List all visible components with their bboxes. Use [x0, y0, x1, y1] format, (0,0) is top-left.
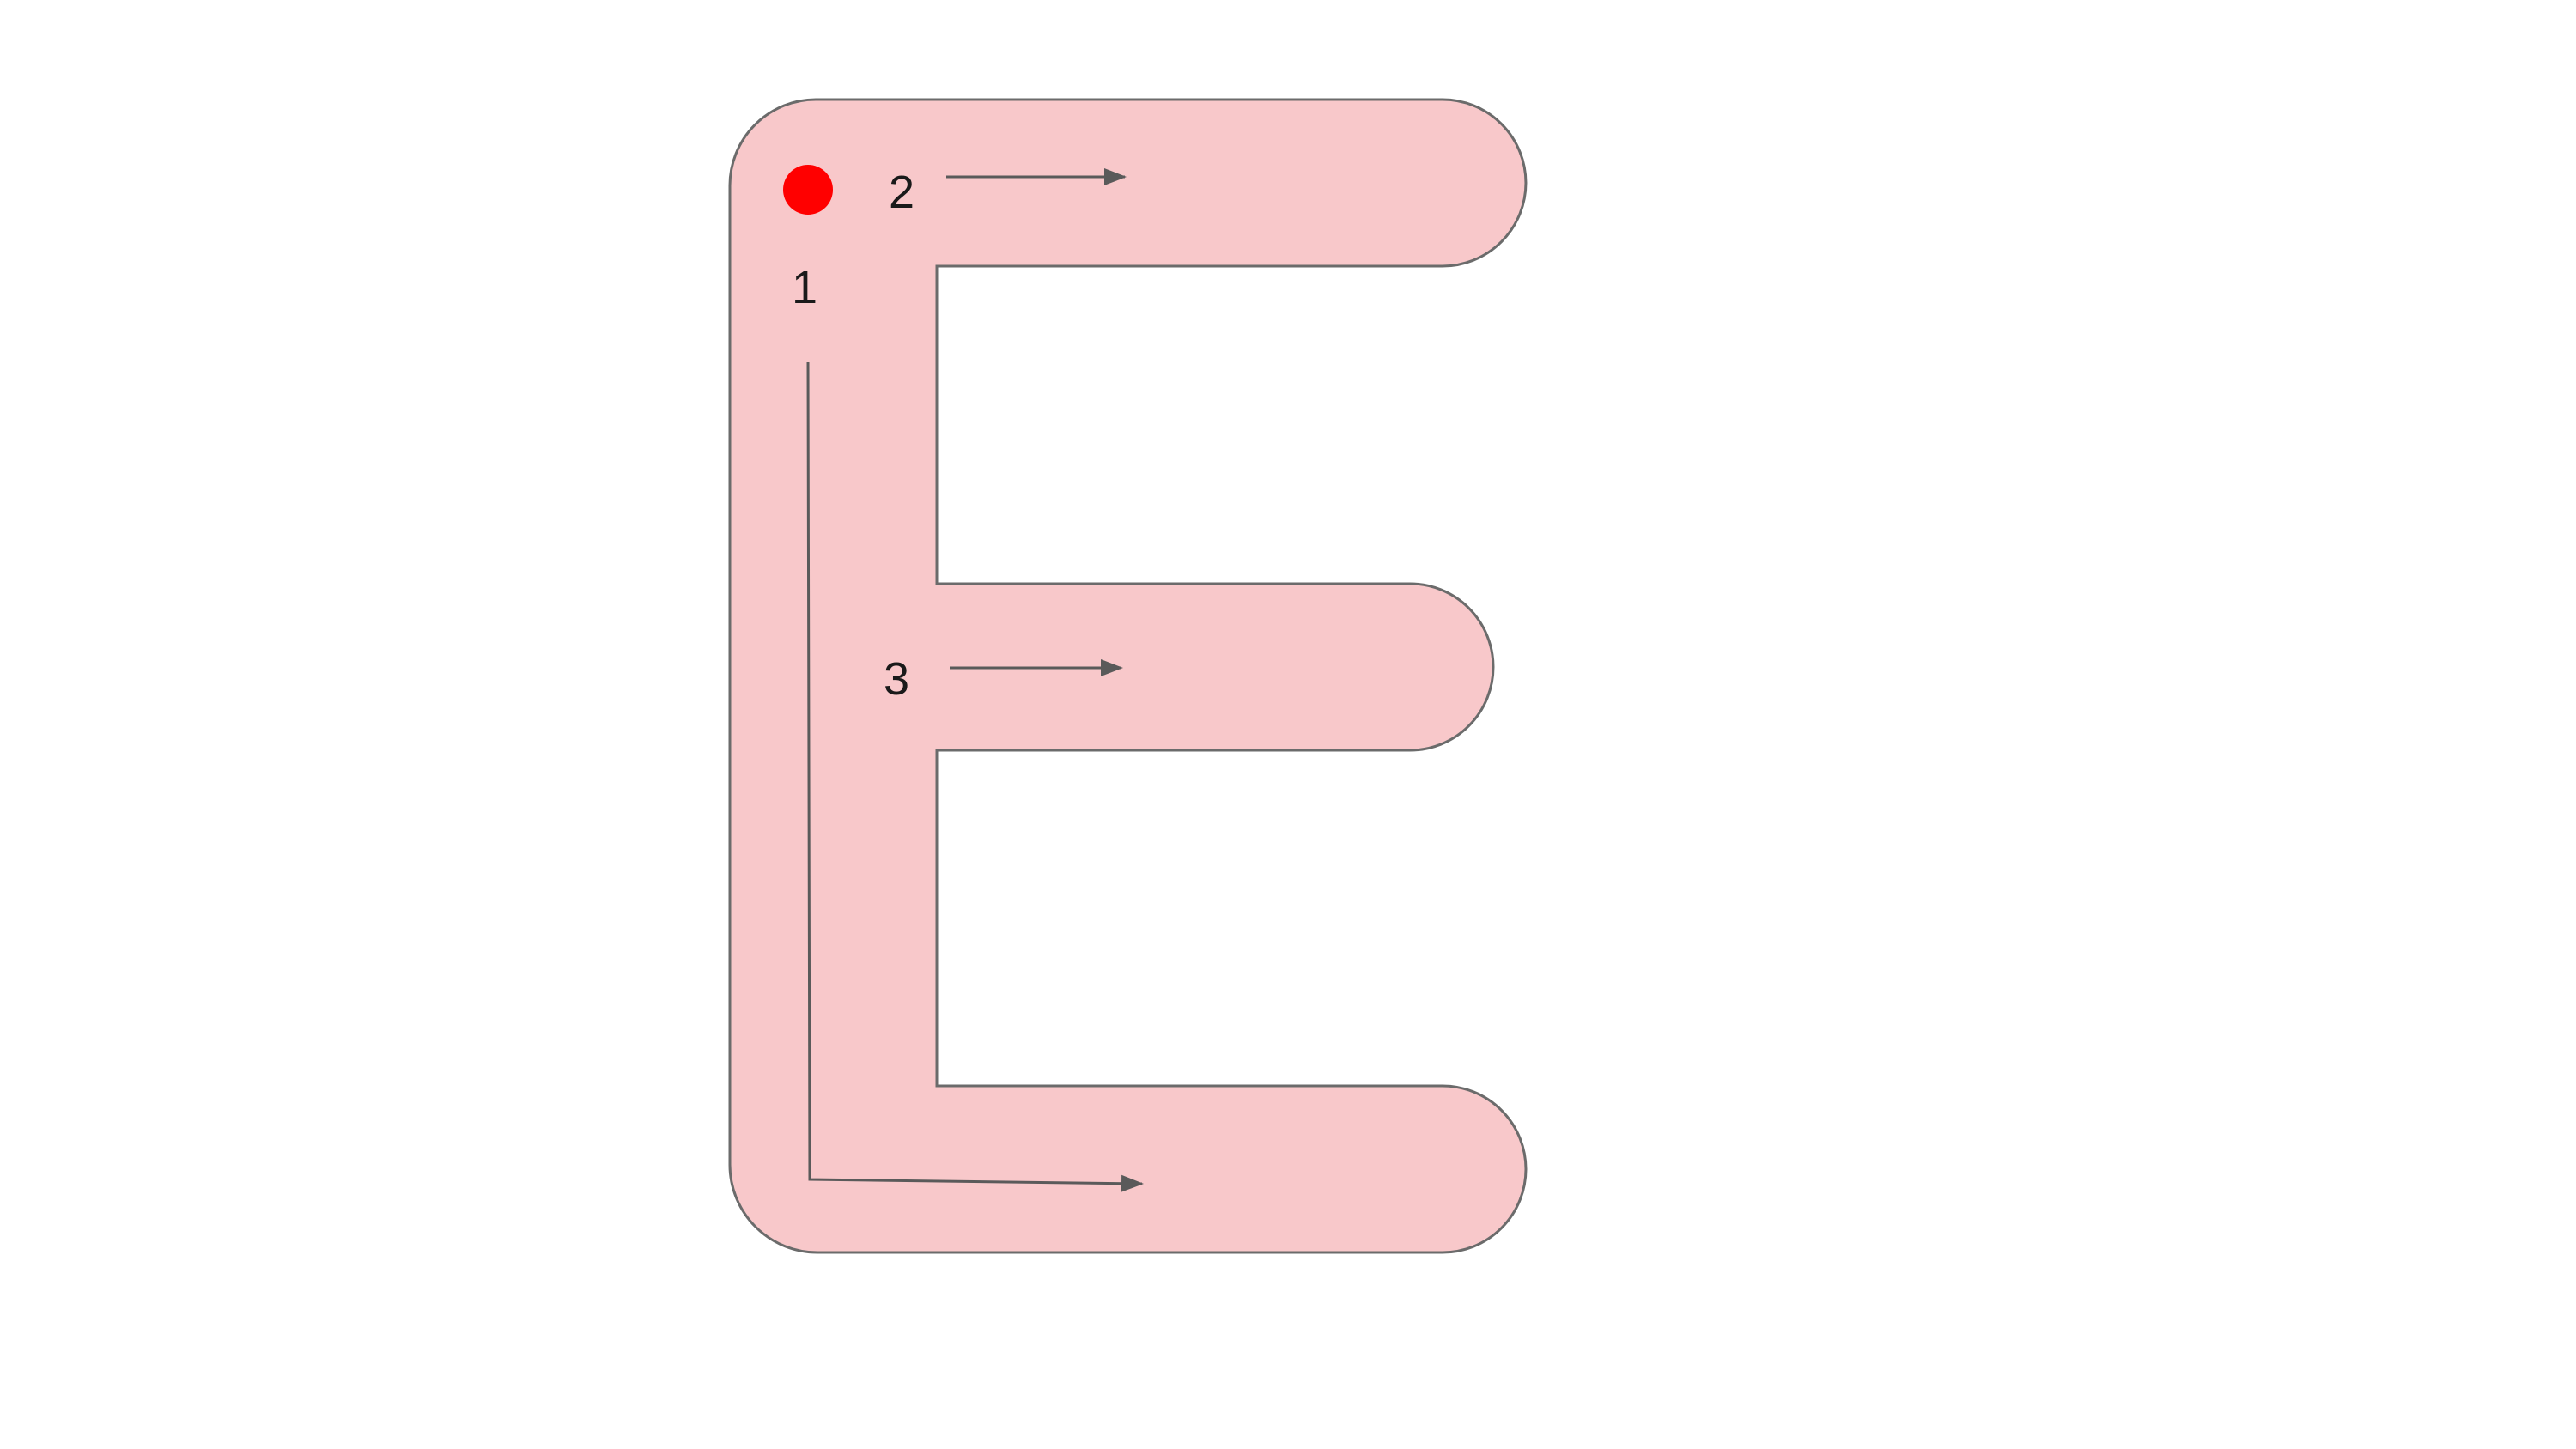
stroke-1-label: 1	[792, 262, 817, 313]
stroke-1-arrow	[806, 361, 1144, 1192]
start-dot	[783, 165, 833, 215]
letter-e-shape	[728, 98, 1528, 1254]
stroke-3-label: 3	[884, 653, 909, 705]
stroke-2-label: 2	[889, 167, 914, 218]
